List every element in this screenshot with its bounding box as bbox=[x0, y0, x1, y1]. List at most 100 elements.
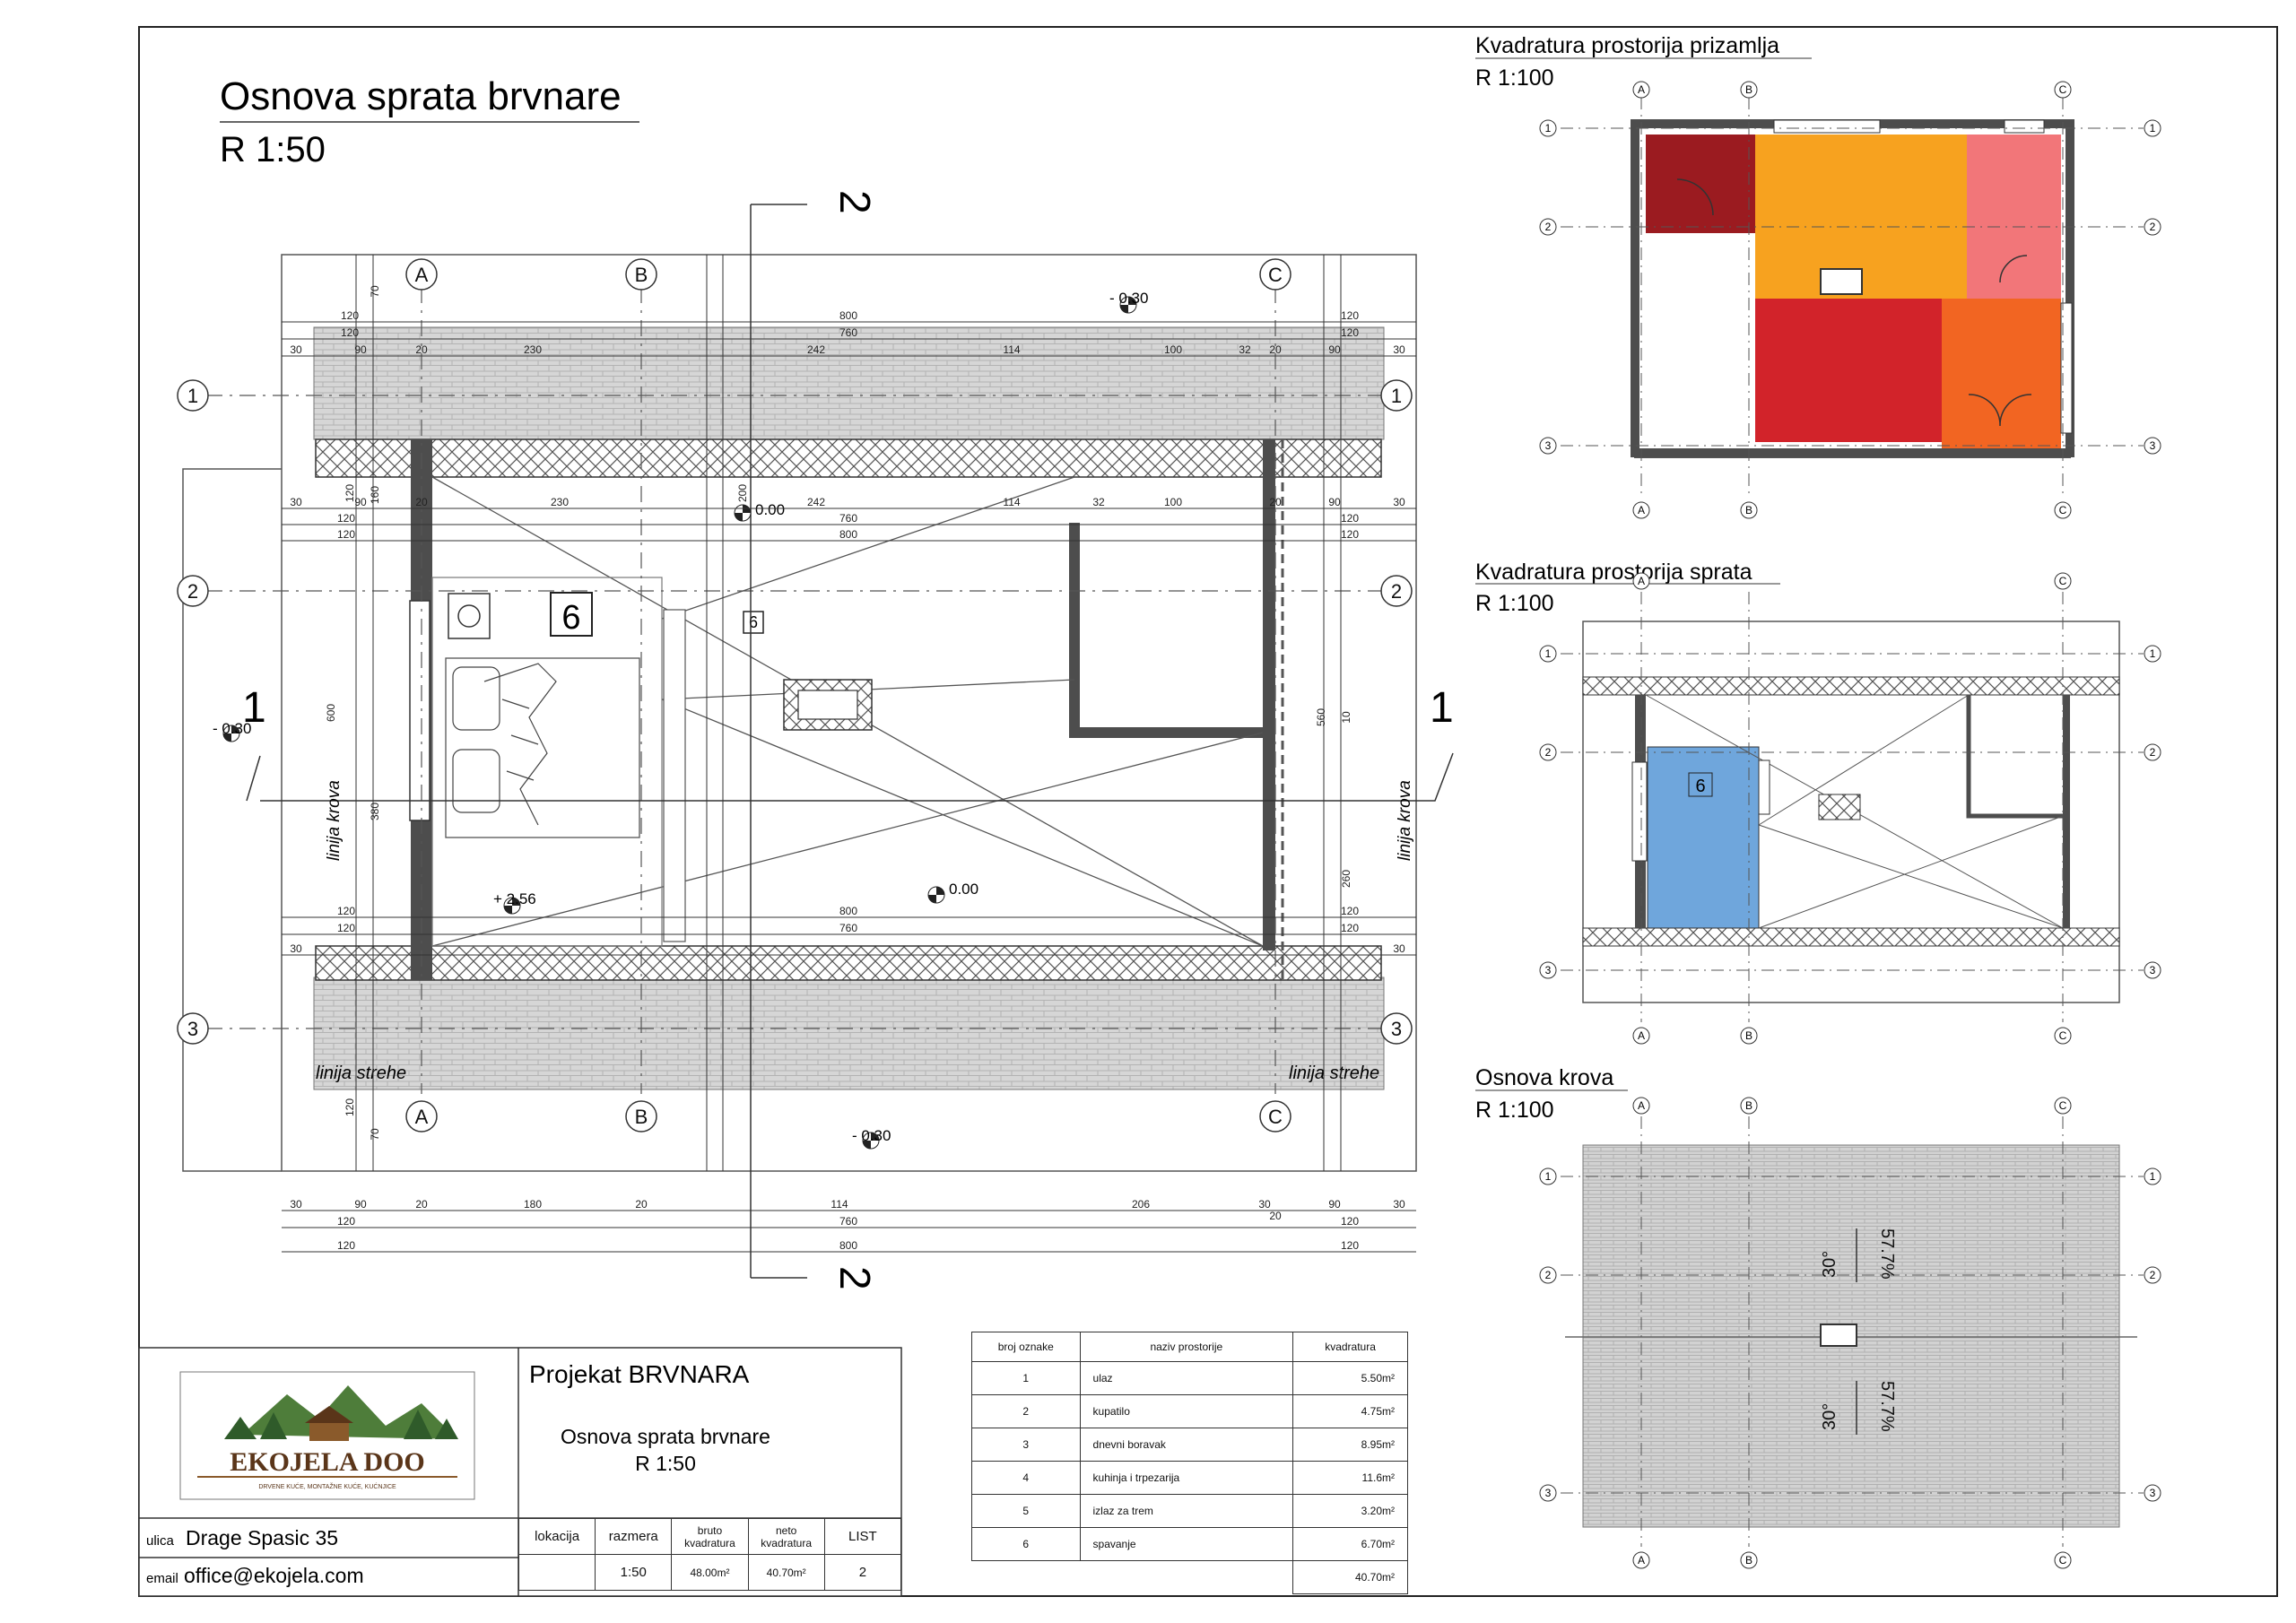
roof-strip-bottom bbox=[313, 976, 1385, 1090]
svg-text:120: 120 bbox=[337, 528, 355, 541]
svg-text:560: 560 bbox=[1315, 708, 1327, 726]
tb-val-bruto: 48.00m² bbox=[671, 1554, 749, 1591]
site-outline bbox=[281, 254, 1417, 1172]
svg-text:20: 20 bbox=[415, 496, 428, 508]
grid-lines bbox=[206, 287, 1381, 1094]
svg-text:C: C bbox=[2059, 83, 2067, 96]
section-mark-1-right: 1 bbox=[1430, 684, 1454, 732]
room-table-header-area: kvadratura bbox=[1292, 1332, 1408, 1362]
drawing-scale: R 1:50 bbox=[635, 1452, 696, 1475]
svg-text:20: 20 bbox=[1269, 496, 1282, 508]
svg-text:3: 3 bbox=[2150, 964, 2156, 976]
svg-text:120: 120 bbox=[344, 1098, 356, 1116]
svg-text:242: 242 bbox=[807, 343, 825, 356]
svg-text:B: B bbox=[1745, 1099, 1752, 1112]
svg-text:180: 180 bbox=[524, 1198, 542, 1211]
svg-text:3: 3 bbox=[2150, 1487, 2156, 1499]
table-row: 5 izlaz za trem 3.20m² bbox=[971, 1494, 1408, 1528]
svg-text:32: 32 bbox=[1092, 496, 1105, 508]
svg-text:A: A bbox=[1638, 83, 1645, 96]
svg-text:B: B bbox=[1745, 1554, 1752, 1567]
level-markers: - 0.30 0.00 + 2.56 0.00 - 0.30 - 0.30 bbox=[213, 290, 1148, 1150]
logo-text: EKOJELA DOO bbox=[230, 1447, 425, 1477]
tb-val-neto: 40.70m² bbox=[747, 1554, 825, 1591]
svg-text:C: C bbox=[2059, 1554, 2067, 1567]
svg-text:20: 20 bbox=[1269, 343, 1282, 356]
svg-text:760: 760 bbox=[839, 1215, 857, 1228]
tb-col-neto: neto kvadratura bbox=[747, 1518, 825, 1555]
svg-text:C: C bbox=[2059, 575, 2067, 587]
svg-text:120: 120 bbox=[1341, 512, 1359, 525]
room-num: 6 bbox=[971, 1527, 1081, 1561]
svg-text:0.00: 0.00 bbox=[949, 881, 978, 898]
eave-line-label-left: linija strehe bbox=[316, 1063, 406, 1083]
email-value: office@ekojela.com bbox=[184, 1564, 364, 1587]
room-tag-small: 6 bbox=[749, 613, 758, 631]
room-kupatilo bbox=[1967, 135, 2061, 299]
svg-text:B: B bbox=[1745, 1029, 1752, 1042]
table-row: 6 spavanje 6.70m² bbox=[971, 1527, 1408, 1561]
room-area-table: broj oznake naziv prostorije kvadratura … bbox=[971, 1332, 1408, 1594]
main-plan-title: Osnova sprata brvnare bbox=[220, 74, 622, 118]
logo-mountain-icon bbox=[224, 1385, 458, 1441]
room-name: spavanje bbox=[1079, 1527, 1294, 1561]
window-left bbox=[409, 600, 430, 821]
section-mark-2-bottom: 2 bbox=[831, 1266, 878, 1290]
wall-top bbox=[315, 438, 1382, 478]
svg-text:100: 100 bbox=[1164, 343, 1182, 356]
svg-text:- 0.30: - 0.30 bbox=[213, 720, 251, 737]
svg-text:32: 32 bbox=[1239, 343, 1251, 356]
svg-text:20: 20 bbox=[415, 1198, 428, 1211]
svg-text:760: 760 bbox=[839, 512, 857, 525]
svg-text:C: C bbox=[1268, 1106, 1283, 1128]
svg-text:A: A bbox=[415, 1106, 429, 1128]
ground-floor-scale: R 1:100 bbox=[1475, 65, 1554, 91]
room-area-total: 40.70m² bbox=[1292, 1560, 1408, 1594]
tb-col-lokacija: lokacija bbox=[517, 1518, 596, 1555]
drawing-name: Osnova sprata brvnare bbox=[561, 1425, 770, 1448]
svg-text:3: 3 bbox=[187, 1018, 198, 1040]
svg-text:A: A bbox=[1638, 504, 1645, 516]
room-name: dnevni boravak bbox=[1079, 1428, 1294, 1462]
table-row: 2 kupatilo 4.75m² bbox=[971, 1394, 1408, 1428]
roof-skylight bbox=[1820, 1324, 1857, 1347]
svg-text:120: 120 bbox=[1341, 922, 1359, 934]
svg-text:2: 2 bbox=[1391, 580, 1402, 603]
section-mark-2-top: 2 bbox=[831, 190, 878, 214]
room-num: 1 bbox=[971, 1361, 1081, 1395]
table-row: 1 ulaz 5.50m² bbox=[971, 1361, 1408, 1395]
svg-text:90: 90 bbox=[354, 1198, 367, 1211]
ground-floor-plan: Kvadratura prostorija prizamlja R 1:100 … bbox=[1475, 33, 2161, 519]
svg-text:760: 760 bbox=[839, 326, 857, 339]
svg-text:30: 30 bbox=[290, 496, 302, 508]
svg-text:30: 30 bbox=[290, 942, 302, 955]
wall-bottom bbox=[315, 945, 1382, 981]
svg-text:3: 3 bbox=[1545, 964, 1552, 976]
svg-text:230: 230 bbox=[524, 343, 542, 356]
svg-text:2: 2 bbox=[2150, 1269, 2156, 1281]
tb-col-razmera: razmera bbox=[595, 1518, 673, 1555]
svg-text:760: 760 bbox=[839, 922, 857, 934]
svg-text:30: 30 bbox=[1393, 1198, 1405, 1211]
room-num: 2 bbox=[971, 1394, 1081, 1428]
svg-text:2: 2 bbox=[1545, 221, 1552, 233]
svg-text:A: A bbox=[415, 264, 429, 286]
room-name: kuhinja i trpezarija bbox=[1079, 1461, 1294, 1495]
upper-floor-scale: R 1:100 bbox=[1475, 591, 1554, 616]
wall-right bbox=[1263, 439, 1275, 950]
svg-text:2: 2 bbox=[187, 580, 198, 603]
svg-text:20: 20 bbox=[415, 343, 428, 356]
room-table-header-name: naziv prostorije bbox=[1079, 1332, 1294, 1362]
title-block-table: lokacija razmera bruto kvadratura neto k… bbox=[517, 1518, 902, 1591]
svg-text:C: C bbox=[1268, 264, 1283, 286]
svg-text:A: A bbox=[1638, 1099, 1645, 1112]
svg-text:B: B bbox=[635, 264, 648, 286]
svg-text:10: 10 bbox=[1340, 711, 1352, 724]
svg-text:20: 20 bbox=[635, 1198, 648, 1211]
eave-line-label-right: linija strehe bbox=[1289, 1063, 1379, 1083]
table-total-row: 40.70m² bbox=[972, 1560, 1408, 1594]
svg-text:0.00: 0.00 bbox=[755, 501, 785, 518]
logo-subtext: DRVENE KUĆE, MONTAŽNE KUĆE, KUĆNJICE bbox=[258, 1482, 396, 1490]
svg-text:1: 1 bbox=[1391, 385, 1402, 407]
svg-text:2: 2 bbox=[1545, 1269, 1552, 1281]
